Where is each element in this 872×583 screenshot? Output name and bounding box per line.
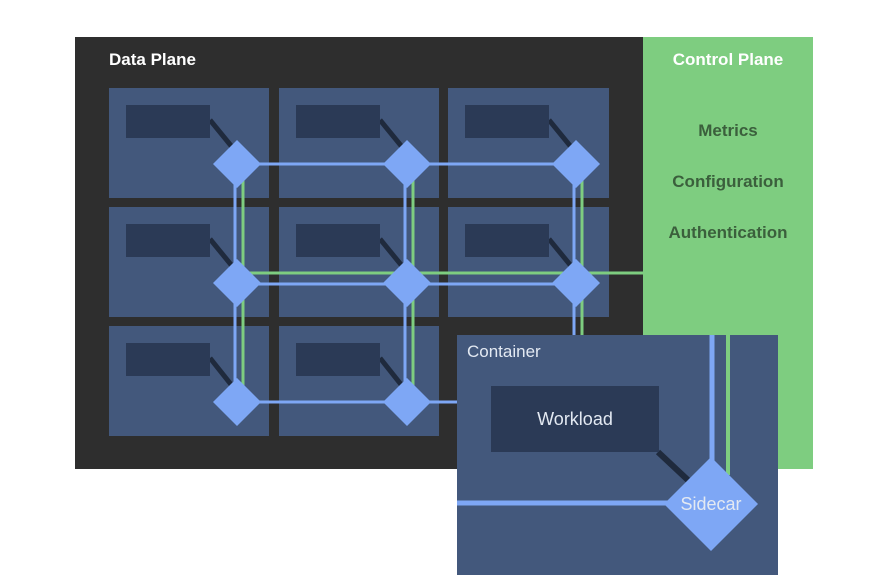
sidecar-diamond: [213, 259, 261, 307]
control-plane-title: Control Plane: [673, 50, 784, 69]
workload-block: [465, 105, 549, 138]
control-plane-item-metrics: Metrics: [698, 121, 758, 140]
container-detail-sidecar: [664, 457, 758, 551]
container-detail-title: Container: [467, 342, 541, 361]
container-box: [109, 326, 269, 436]
container-detail-workload-connector: [655, 449, 693, 485]
control-plane-item-configuration: Configuration: [672, 172, 783, 191]
sidecar-diamond: [213, 378, 261, 426]
container-box: [448, 207, 609, 317]
container-box: [279, 326, 439, 436]
container-detail-workload: [491, 386, 659, 452]
container-detail: Container Workload Sidecar: [457, 335, 778, 575]
container-detail-sidecar-label: Sidecar: [680, 494, 741, 514]
workload-block: [465, 224, 549, 257]
container-box: [279, 207, 439, 317]
container-box: [109, 207, 269, 317]
sidecar-grid: [213, 140, 600, 426]
sidecar-diamond: [383, 259, 431, 307]
sidecar-diamond: [383, 140, 431, 188]
workload-block: [296, 105, 380, 138]
workload-block: [296, 224, 380, 257]
container-detail-workload-label: Workload: [537, 409, 613, 429]
data-plane-title: Data Plane: [109, 50, 196, 69]
sidecar-diamond: [552, 259, 600, 307]
workload-block: [126, 105, 210, 138]
control-plane-item-authentication: Authentication: [669, 223, 788, 242]
workload-block: [296, 343, 380, 376]
sidecar-diamond: [552, 140, 600, 188]
workload-block: [126, 224, 210, 257]
container-box: [279, 88, 439, 198]
container-box: [109, 88, 269, 198]
workload-block: [126, 343, 210, 376]
sidecar-diamond: [383, 378, 431, 426]
sidecar-diamond: [213, 140, 261, 188]
container-box: [448, 88, 609, 198]
